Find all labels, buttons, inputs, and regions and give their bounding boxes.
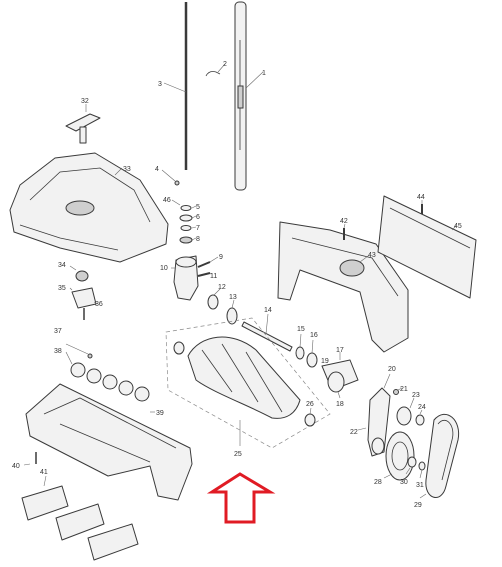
callout-10: 10 [160, 265, 168, 272]
callout-38: 38 [54, 348, 62, 355]
parts-washers-5-8 [171, 199, 197, 244]
part-40-screw [23, 452, 37, 466]
callout-8: 8 [196, 236, 200, 243]
callout-46: 46 [163, 197, 171, 204]
part-25-auger [165, 317, 331, 449]
callout-40: 40 [12, 463, 20, 470]
parts-34-36-bracket [69, 265, 97, 320]
callout-36: 36 [95, 301, 103, 308]
callout-18: 18 [336, 401, 344, 408]
parts-23-24-pulley [396, 397, 425, 426]
parts-20-22-tensioner [357, 373, 403, 457]
callout-22: 22 [350, 429, 358, 436]
callout-39: 39 [156, 410, 164, 417]
part-17-18-housing [321, 352, 359, 399]
callout-42: 42 [340, 218, 348, 225]
part-32-knob [65, 104, 101, 144]
callout-5: 5 [196, 204, 200, 211]
part-1-handle-tube [234, 1, 264, 191]
callout-30: 30 [400, 479, 408, 486]
part-14-shaft [241, 313, 293, 352]
callout-2: 2 [223, 61, 227, 68]
callout-32: 32 [81, 98, 89, 105]
callout-14: 14 [264, 307, 272, 314]
callout-34: 34 [58, 262, 66, 269]
callout-45: 45 [454, 223, 462, 230]
callout-1: 1 [262, 70, 266, 77]
parts-12-13-rings [207, 288, 238, 325]
callout-24: 24 [418, 404, 426, 411]
part-3-rod [163, 2, 188, 170]
parts-15-16-bearings [295, 333, 318, 368]
part-41-pads [21, 475, 139, 561]
callout-44: 44 [417, 194, 425, 201]
callout-19: 19 [321, 358, 329, 365]
callout-21: 21 [400, 386, 408, 393]
part-39-base [25, 383, 193, 501]
part-45-blade [377, 195, 477, 299]
callout-33: 33 [123, 166, 131, 173]
parts-30-31-washers [405, 456, 426, 479]
callout-4: 4 [155, 166, 159, 173]
highlight-arrow [206, 472, 276, 524]
part-43-frame [277, 221, 409, 353]
callout-12: 12 [218, 284, 226, 291]
callout-9: 9 [219, 254, 223, 261]
part-4-screw [161, 169, 180, 186]
callout-13: 13 [229, 294, 237, 301]
callout-31: 31 [416, 482, 424, 489]
part-10-gearbox [171, 255, 199, 301]
callout-6: 6 [196, 214, 200, 221]
callout-15: 15 [297, 326, 305, 333]
callout-37: 37 [54, 328, 62, 335]
callout-labels: 1 2 3 4 5 6 7 8 9 10 11 12 13 14 15 16 1… [12, 61, 462, 509]
callout-7: 7 [196, 225, 200, 232]
callout-29: 29 [414, 502, 422, 509]
part-29-belt [419, 413, 460, 499]
parts-37-38-gears [65, 343, 150, 402]
callout-35: 35 [58, 285, 66, 292]
callout-20: 20 [388, 366, 396, 373]
part-33-cover [9, 152, 169, 263]
part-2-clip [205, 63, 226, 77]
parts-9-11-bolts [197, 256, 219, 277]
part-26-washer [304, 407, 316, 427]
callout-17: 17 [336, 347, 344, 354]
callout-41: 41 [40, 469, 48, 476]
callout-25: 25 [234, 451, 242, 458]
part-28-large-pulley [383, 431, 415, 481]
callout-23: 23 [412, 392, 420, 399]
callout-26: 26 [306, 401, 314, 408]
callout-11: 11 [210, 273, 217, 280]
callout-16: 16 [310, 332, 318, 339]
callout-3: 3 [158, 81, 162, 88]
part-42-bolt [343, 223, 346, 240]
callout-43: 43 [368, 252, 376, 259]
callout-28: 28 [374, 479, 382, 486]
